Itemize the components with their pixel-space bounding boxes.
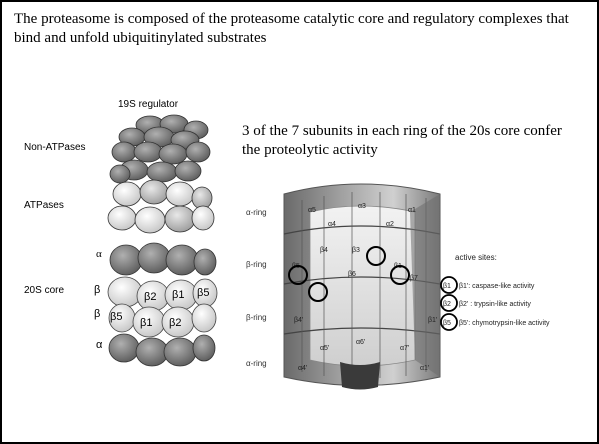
ring-label-beta-ring-top: β-ring [246, 260, 267, 269]
subunit-beta1-bottom: β1 [140, 317, 152, 329]
legend-code-b1: β1 [443, 283, 451, 290]
legend-item-b1: β1 β1': caspase-like activity [441, 277, 535, 293]
label-a5-prime: α5' [320, 345, 329, 352]
subunit-beta2-top: β2 [144, 291, 156, 303]
ring-label-beta-2: β [94, 308, 100, 320]
label-a4-prime: α4' [298, 365, 307, 372]
label-a6-prime: α6' [356, 339, 365, 346]
atpases-label: ATPases [24, 200, 64, 211]
ring-label-beta-ring-bottom: β-ring [246, 313, 267, 322]
legend-code-b5: β5 [443, 320, 451, 327]
subunit-beta2-bottom: β2 [169, 317, 181, 329]
label-b4: β4 [320, 247, 328, 254]
label-a4: α4 [328, 221, 336, 228]
subunit-beta5-top: β5 [197, 287, 209, 299]
ring-label-alpha-ring-top: α-ring [246, 208, 267, 217]
ring-label-beta-1: β [94, 284, 100, 296]
atpase-subunits [108, 180, 214, 233]
slide-title: The proteasome is composed of the protea… [14, 10, 574, 48]
label-b3: β3 [352, 247, 360, 254]
label-b7: β7 [410, 275, 418, 282]
legend-code-b2: β2 [443, 301, 451, 308]
legend-text-b5: β5': chymotrypsin-like activity [459, 320, 550, 327]
ring-label-alpha-bottom: α [96, 339, 103, 351]
core-20s-cutaway-diagram: α-ring β-ring β-ring α-ring α5 α3 α1 α4 … [240, 172, 595, 392]
alpha-ring-top [110, 243, 216, 275]
non-atpases-label: Non-ATPases [24, 142, 86, 153]
core-label: 20S core [24, 285, 64, 296]
legend-text-b2: β2' : trypsin-like activity [459, 301, 531, 308]
regulator-label: 19S regulator [118, 99, 179, 110]
label-b4-prime: β4' [294, 317, 303, 324]
label-b6: β6 [348, 271, 356, 278]
subunit-beta1-top: β1 [172, 289, 184, 301]
label-a2: α2 [386, 221, 394, 228]
beta-ring-2 [109, 304, 216, 337]
proteasome-26s-diagram: 19S regulator Non-ATPases ATPases α 20S [22, 92, 232, 382]
label-a7-prime: α7' [400, 345, 409, 352]
caption-text: 3 of the 7 subunits in each ring of the … [242, 122, 572, 160]
subunit-beta5-bottom: β5 [110, 311, 122, 323]
ring-label-alpha-ring-bottom: α-ring [246, 359, 267, 368]
cylinder-body [284, 184, 440, 390]
label-a1-prime: α1' [420, 365, 429, 372]
label-b1-prime: β1' [428, 317, 437, 324]
active-sites-title: active sites: [455, 253, 497, 262]
ring-label-alpha-top: α [96, 248, 102, 260]
alpha-ring-bottom [109, 334, 215, 366]
label-a5: α5 [308, 207, 316, 214]
lid-subunits [110, 115, 210, 183]
legend-item-b2: β2 β2' : trypsin-like activity [441, 295, 531, 311]
legend-text-b1: β1': caspase-like activity [459, 283, 535, 290]
legend-item-b5: β5 β5': chymotrypsin-like activity [441, 314, 550, 330]
label-a3: α3 [358, 203, 366, 210]
label-a1: α1 [408, 207, 416, 214]
